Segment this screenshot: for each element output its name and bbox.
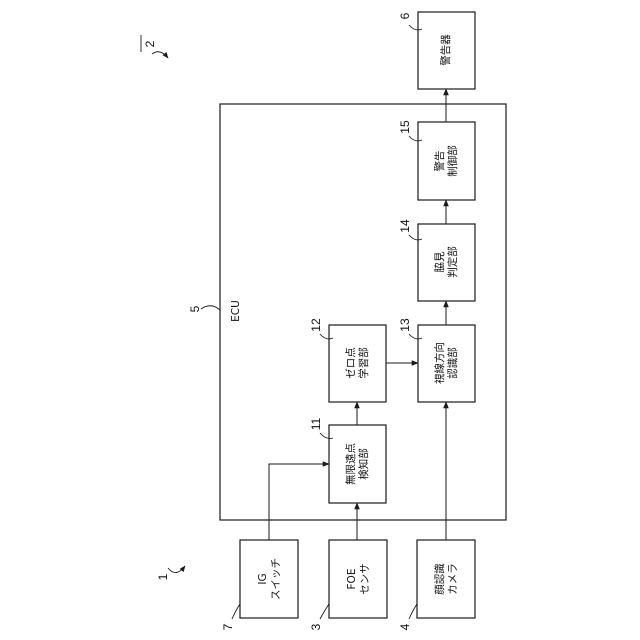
warning-device-ref-number: 6: [398, 12, 412, 19]
face-camera-ref-number: 4: [398, 623, 412, 630]
arrow-ig-switch-to-infinity-point-detector: [269, 464, 329, 540]
warning-device-block: 警告器: [418, 12, 475, 89]
infinity-point-detector-block: 無限遠点 検知部: [329, 425, 386, 503]
system-ref-callout: 1: [156, 566, 185, 580]
foe-sensor-ref-number: 3: [309, 623, 323, 630]
ig-switch-ref-callout: 7: [221, 604, 240, 630]
infinity-point-detector-label-line-2: 検知部: [357, 448, 370, 480]
face-camera-label-line-1: 顔認識: [433, 563, 446, 595]
warning-controller-ref-number: 15: [398, 120, 412, 134]
figure-number-callout: 2: [141, 35, 168, 58]
gaze-direction-recognizer-label-line-1: 視線方向: [433, 342, 446, 384]
figure-number: 2: [143, 40, 157, 47]
infinity-point-detector-ref-number: 11: [309, 417, 323, 430]
warning-controller-label-line-2: 制御部: [446, 145, 459, 177]
inattention-judge-ref-number: 14: [398, 219, 412, 233]
infinity-point-detector-label-line-1: 無限遠点: [344, 443, 357, 485]
ig-switch-label-line-1: IG: [257, 573, 269, 584]
inattention-judge-block: 脇見 判定部: [418, 224, 475, 301]
gaze-direction-recognizer-label-line-2: 認識部: [446, 347, 459, 379]
gaze-direction-recognizer-ref-number: 13: [398, 318, 412, 332]
gaze-direction-recognizer-block: 視線方向 認識部: [418, 325, 475, 402]
zero-point-learner-label-line-1: ゼロ点: [345, 347, 357, 379]
foe-sensor-label-line-2: センサ: [359, 563, 371, 595]
foe-sensor-block: FOE センサ: [329, 540, 387, 618]
foe-sensor-ref-callout: 3: [309, 604, 329, 630]
zero-point-learner-block: ゼロ点 学習部: [329, 325, 386, 402]
warning-controller-block: 警告 制御部: [418, 122, 475, 200]
ecu-ref-number: 5: [188, 305, 202, 312]
inattention-judge-label-line-2: 判定部: [446, 246, 459, 278]
system-ref-number: 1: [156, 573, 170, 580]
foe-sensor-label-line-1: FOE: [346, 569, 358, 590]
ig-switch-label-line-2: スイッチ: [270, 558, 282, 600]
inattention-judge-label-line-1: 脇見: [434, 251, 446, 272]
ig-switch-ref-number: 7: [221, 623, 235, 630]
warning-controller-label-line-1: 警告: [433, 151, 446, 172]
face-camera-label-line-2: カメラ: [447, 563, 459, 595]
warning-device-label: 警告器: [439, 34, 452, 66]
ecu-ref-callout: 5: [188, 305, 220, 312]
face-camera-ref-callout: 4: [398, 604, 417, 630]
zero-point-learner-label-line-2: 学習部: [357, 347, 370, 379]
ig-switch-block: IG スイッチ: [240, 540, 298, 618]
face-camera-block: 顔認識 カメラ: [417, 540, 475, 618]
zero-point-learner-ref-number: 12: [309, 318, 323, 332]
ecu-label: ECU: [230, 300, 242, 322]
